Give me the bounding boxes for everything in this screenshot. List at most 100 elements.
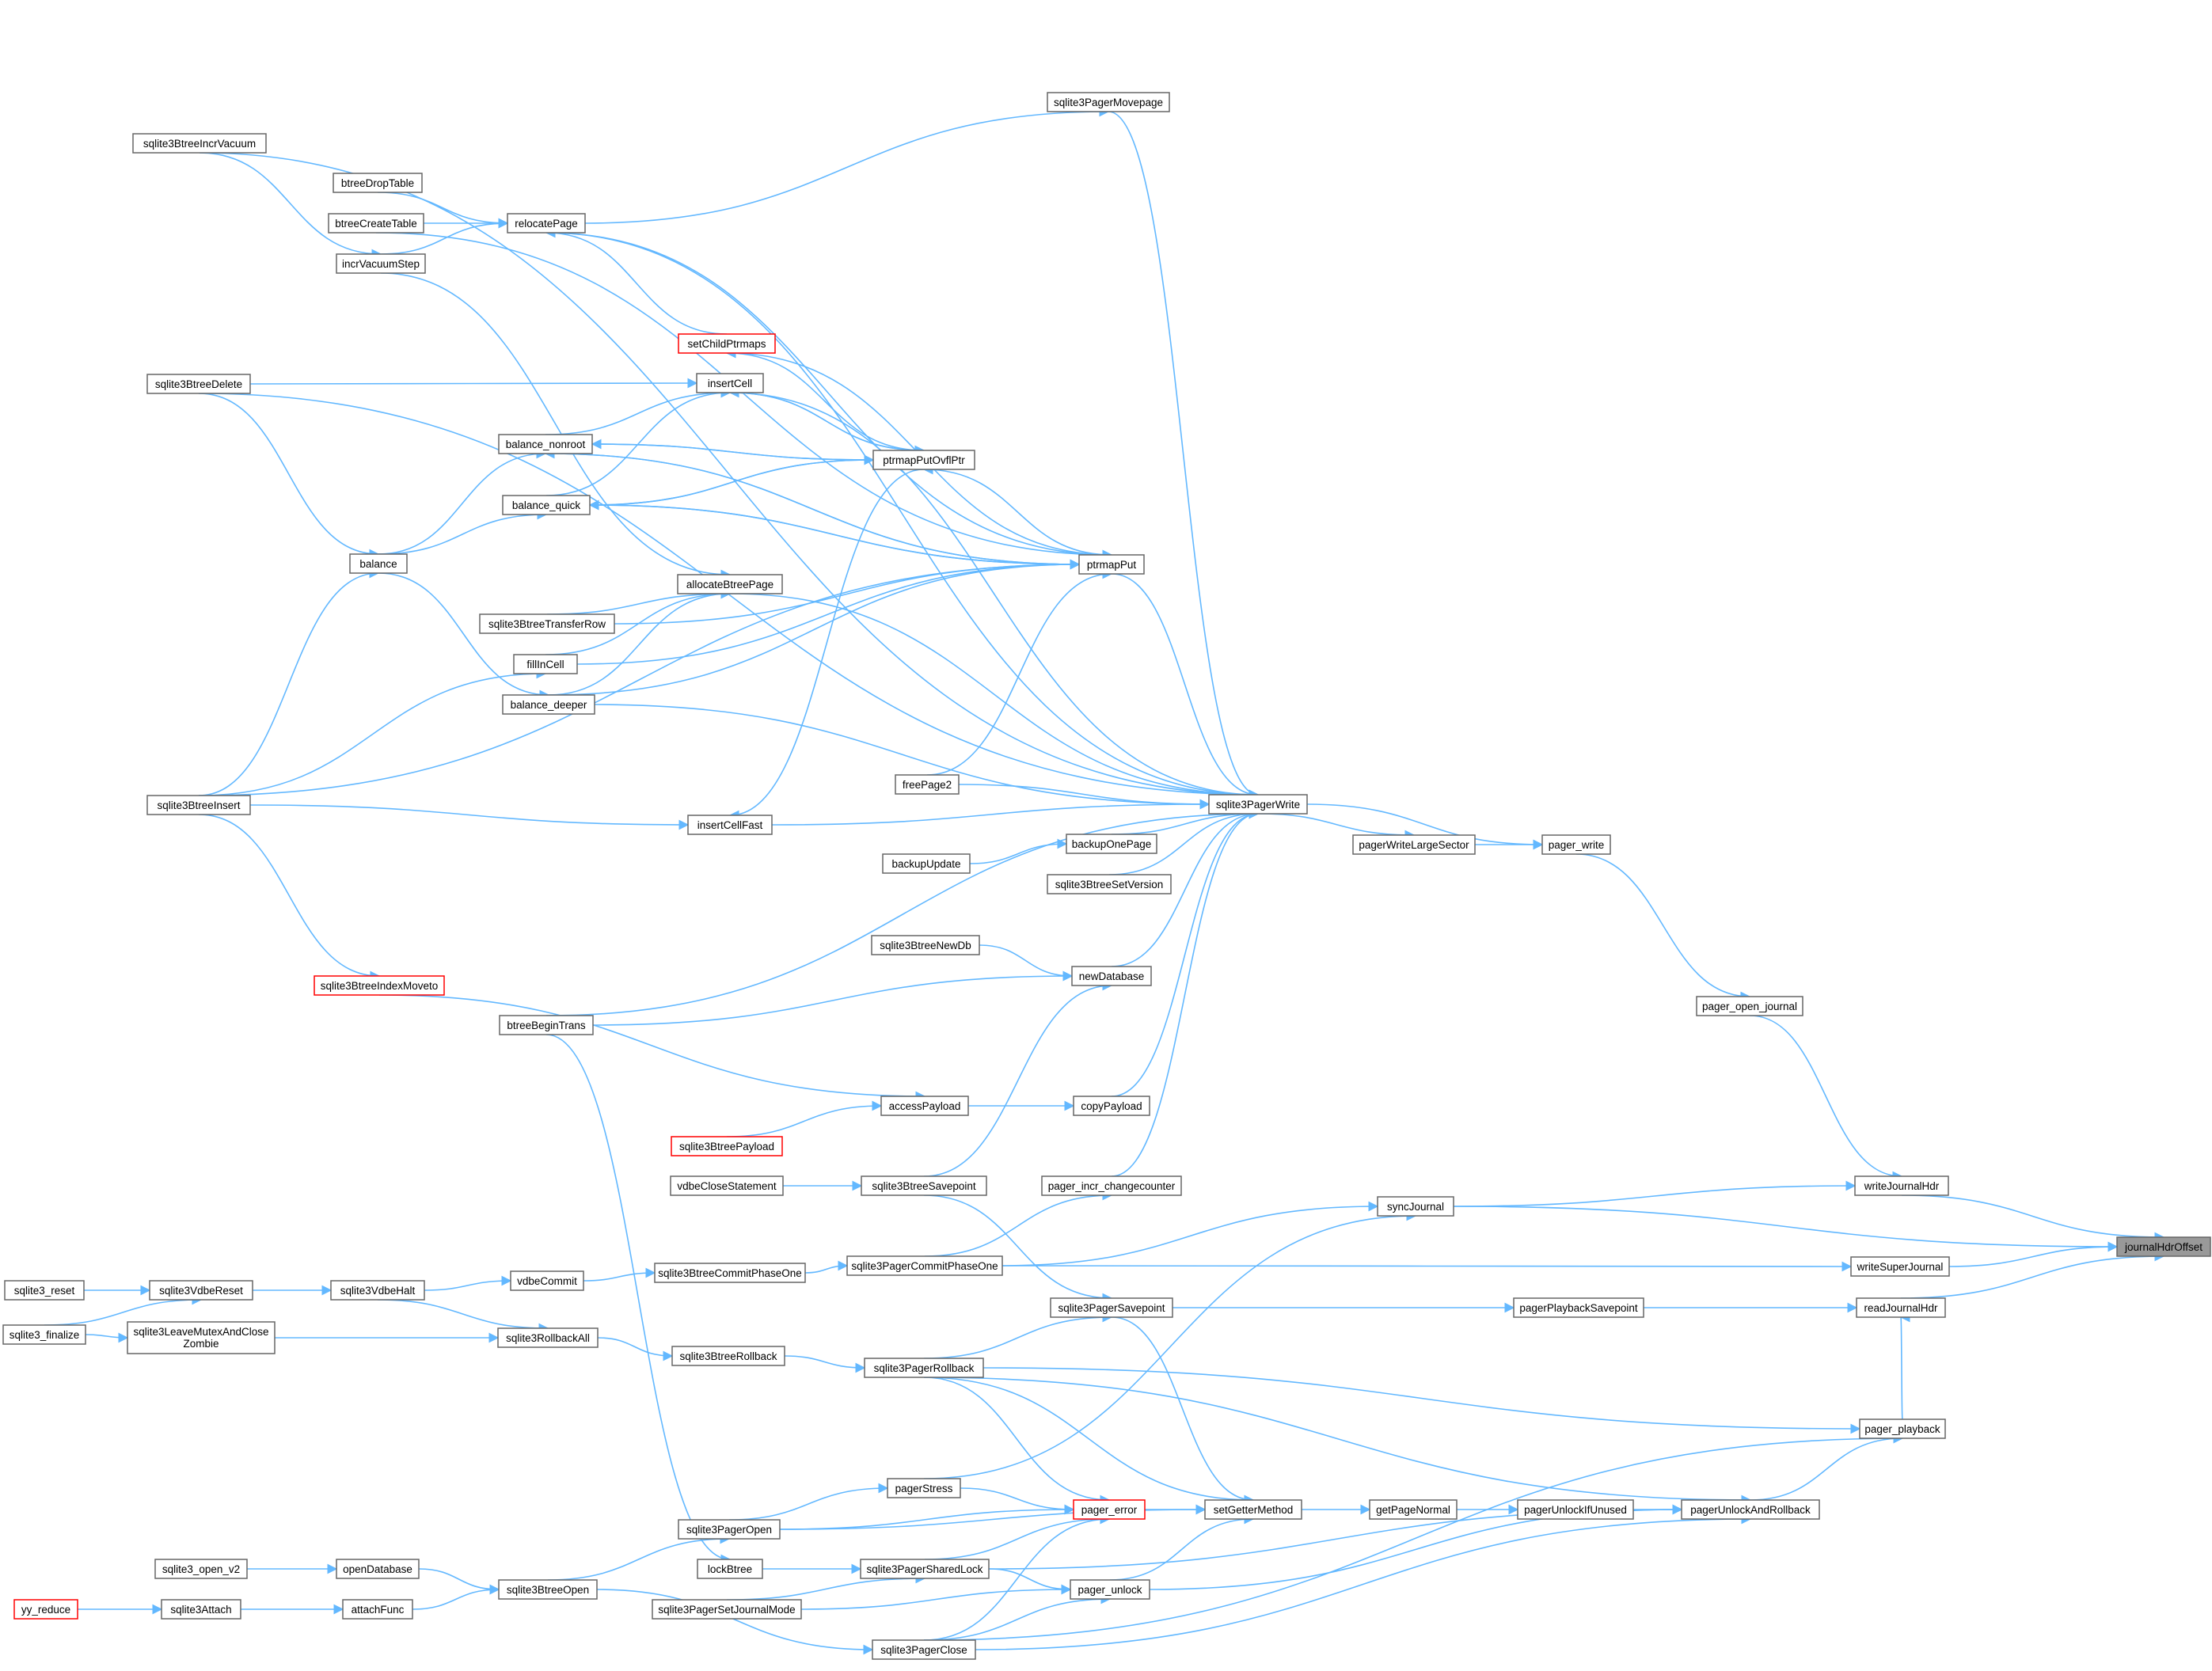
node-label: pagerPlaybackSavepoint (1519, 1302, 1638, 1314)
node-setGetterMethod[interactable]: setGetterMethod (1204, 1499, 1302, 1520)
node-sqlite3_finalize[interactable]: sqlite3_finalize (2, 1324, 86, 1345)
node-box (4, 1280, 85, 1301)
node-box (498, 434, 593, 454)
node-btreeCreateTable[interactable]: btreeCreateTable (328, 213, 424, 234)
node-openDatabase[interactable]: openDatabase (336, 1559, 420, 1579)
node-writeSuperJournal[interactable]: writeSuperJournal (1850, 1256, 1950, 1277)
node-btreeDropTable[interactable]: btreeDropTable (333, 173, 423, 193)
node-box (671, 1136, 783, 1156)
node-pagerPlaybackSavepoint[interactable]: pagerPlaybackSavepoint (1513, 1297, 1644, 1318)
node-sqlite3VdbeReset[interactable]: sqlite3VdbeReset (149, 1280, 253, 1301)
node-readJournalHdr[interactable]: readJournalHdr (1856, 1297, 1946, 1318)
node-sqlite3BtreeIncrVacuum[interactable]: sqlite3BtreeIncrVacuum (132, 133, 267, 154)
node-sqlite3PagerSetJournalMode[interactable]: sqlite3PagerSetJournalMode (652, 1599, 802, 1620)
node-allocateBtreePage[interactable]: allocateBtreePage (677, 574, 783, 594)
node-pager_error[interactable]: pager_error (1073, 1499, 1146, 1520)
node-journalHdrOffset[interactable]: journalHdrOffset (2116, 1236, 2211, 1257)
node-copyPayload[interactable]: copyPayload (1073, 1096, 1150, 1116)
node-sqlite3_reset[interactable]: sqlite3_reset (4, 1280, 85, 1301)
node-box (1517, 1499, 1634, 1520)
node-backupOnePage[interactable]: backupOnePage (1066, 834, 1157, 854)
node-balance[interactable]: balance (349, 553, 408, 574)
node-sqlite3Attach[interactable]: sqlite3Attach (161, 1599, 241, 1620)
node-freePage2[interactable]: freePage2 (895, 774, 960, 795)
node-pagerWriteLargeSector[interactable]: pagerWriteLargeSector (1352, 834, 1476, 855)
node-backupUpdate[interactable]: backupUpdate (882, 853, 971, 874)
node-label: sqlite3BtreeSetVersion (1055, 879, 1164, 891)
node-sqlite3BtreePayload[interactable]: sqlite3BtreePayload (671, 1136, 783, 1156)
node-pagerUnlockIfUnused[interactable]: pagerUnlockIfUnused (1517, 1499, 1634, 1520)
node-lockBtree[interactable]: lockBtree (697, 1559, 763, 1579)
node-writeJournalHdr[interactable]: writeJournalHdr (1854, 1175, 1949, 1196)
node-box (696, 373, 764, 393)
node-getPageNormal[interactable]: getPageNormal (1369, 1499, 1458, 1520)
edge-sqlite3BtreeDelete-to-balance (198, 393, 380, 560)
node-vdbeCloseStatement[interactable]: vdbeCloseStatement (670, 1175, 784, 1196)
node-sqlite3PagerSavepoint[interactable]: sqlite3PagerSavepoint (1050, 1297, 1173, 1318)
node-yy_reduce[interactable]: yy_reduce (13, 1599, 78, 1620)
node-sqlite3BtreeOpen[interactable]: sqlite3BtreeOpen (498, 1579, 598, 1600)
node-box (502, 495, 591, 515)
node-box (687, 815, 773, 835)
node-label: balance_deeper (511, 699, 587, 711)
node-sqlite3RollbackAll[interactable]: sqlite3RollbackAll (497, 1327, 599, 1348)
node-sqlite3PagerSharedLock[interactable]: sqlite3PagerSharedLock (860, 1559, 990, 1579)
node-relocatePage[interactable]: relocatePage (507, 213, 586, 234)
edge-sqlite3VdbeHalt-to-vdbeCommit (424, 1275, 512, 1291)
node-setChildPtrmaps[interactable]: setChildPtrmaps (678, 333, 776, 354)
node-fillInCell[interactable]: fillInCell (513, 654, 578, 674)
node-ptrmapPut[interactable]: ptrmapPut (1078, 554, 1145, 575)
node-sqlite3PagerOpen[interactable]: sqlite3PagerOpen (678, 1519, 781, 1540)
node-sqlite3PagerCommitPhaseOne[interactable]: sqlite3PagerCommitPhaseOne (846, 1255, 1003, 1276)
node-insertCell[interactable]: insertCell (696, 373, 764, 393)
node-attachFunc[interactable]: attachFunc (342, 1599, 413, 1620)
node-sqlite3BtreeDelete[interactable]: sqlite3BtreeDelete (146, 374, 251, 394)
node-sqlite3BtreeSetVersion[interactable]: sqlite3BtreeSetVersion (1047, 874, 1172, 894)
node-pagerStress[interactable]: pagerStress (887, 1478, 961, 1498)
node-ptrmapPutOvflPtr[interactable]: ptrmapPutOvflPtr (872, 450, 975, 470)
edge-sqlite3BtreeRollback-to-sqlite3PagerRollback (784, 1355, 866, 1373)
node-insertCellFast[interactable]: insertCellFast (687, 815, 773, 835)
node-pager_write[interactable]: pager_write (1541, 834, 1611, 855)
edge-balance-to-balance_nonroot (378, 448, 547, 555)
node-label: writeSuperJournal (1857, 1261, 1944, 1273)
node-vdbeCommit[interactable]: vdbeCommit (510, 1270, 584, 1291)
node-sqlite3BtreeCommitPhaseOne[interactable]: sqlite3BtreeCommitPhaseOne (654, 1263, 806, 1283)
node-sqlite3BtreeIndexMoveto[interactable]: sqlite3BtreeIndexMoveto (314, 975, 445, 996)
edge-pagerStress-to-syncJournal (923, 1210, 1417, 1479)
node-btreeBeginTrans[interactable]: btreeBeginTrans (499, 1015, 594, 1035)
node-sqlite3VdbeHalt[interactable]: sqlite3VdbeHalt (330, 1280, 425, 1301)
edge-pager_write-to-pager_open_journal (1575, 853, 1751, 1002)
node-sqlite3PagerMovepage[interactable]: sqlite3PagerMovepage (1047, 92, 1170, 112)
node-sqlite3PagerClose[interactable]: sqlite3PagerClose (872, 1639, 976, 1660)
node-label: backupUpdate (891, 858, 960, 870)
node-sqlite3PagerRollback[interactable]: sqlite3PagerRollback (864, 1358, 984, 1378)
node-sqlite3BtreeTransferRow[interactable]: sqlite3BtreeTransferRow (479, 613, 615, 634)
node-label: insertCell (708, 378, 752, 389)
node-incrVacuumStep[interactable]: incrVacuumStep (336, 253, 426, 274)
node-balance_nonroot[interactable]: balance_nonroot (498, 434, 593, 454)
node-sqlite3BtreeSavepoint[interactable]: sqlite3BtreeSavepoint (861, 1175, 987, 1196)
edge-balance_deeper-to-ptrmapPut (548, 559, 1081, 696)
node-pager_open_journal[interactable]: pager_open_journal (1696, 996, 1803, 1016)
node-pager_incr_changecounter[interactable]: pager_incr_changecounter (1041, 1175, 1182, 1196)
node-balance_deeper[interactable]: balance_deeper (502, 694, 595, 715)
edge-sqlite3BtreeInsert-to-sqlite3BtreeIndexMoveto (198, 814, 381, 982)
node-box (502, 694, 595, 715)
node-pagerUnlockAndRollback[interactable]: pagerUnlockAndRollback (1681, 1499, 1820, 1520)
node-balance_quick[interactable]: balance_quick (502, 495, 591, 515)
node-accessPayload[interactable]: accessPayload (880, 1096, 969, 1116)
node-newDatabase[interactable]: newDatabase (1071, 966, 1152, 986)
node-sqlite3BtreeNewDb[interactable]: sqlite3BtreeNewDb (871, 935, 980, 955)
node-box (513, 654, 578, 674)
node-pager_unlock[interactable]: pager_unlock (1070, 1579, 1150, 1600)
node-sqlite3PagerWrite[interactable]: sqlite3PagerWrite (1208, 794, 1308, 815)
node-sqlite3BtreeRollback[interactable]: sqlite3BtreeRollback (671, 1346, 785, 1366)
edge-sqlite3PagerRollback-to-sqlite3PagerSavepoint (923, 1312, 1113, 1359)
node-syncJournal[interactable]: syncJournal (1377, 1196, 1454, 1217)
node-pager_playback[interactable]: pager_playback (1859, 1418, 1946, 1439)
node-sqlite3BtreeInsert[interactable]: sqlite3BtreeInsert (146, 795, 251, 815)
node-box (677, 574, 783, 594)
node-sqlite3_open_v2[interactable]: sqlite3_open_v2 (154, 1559, 248, 1579)
